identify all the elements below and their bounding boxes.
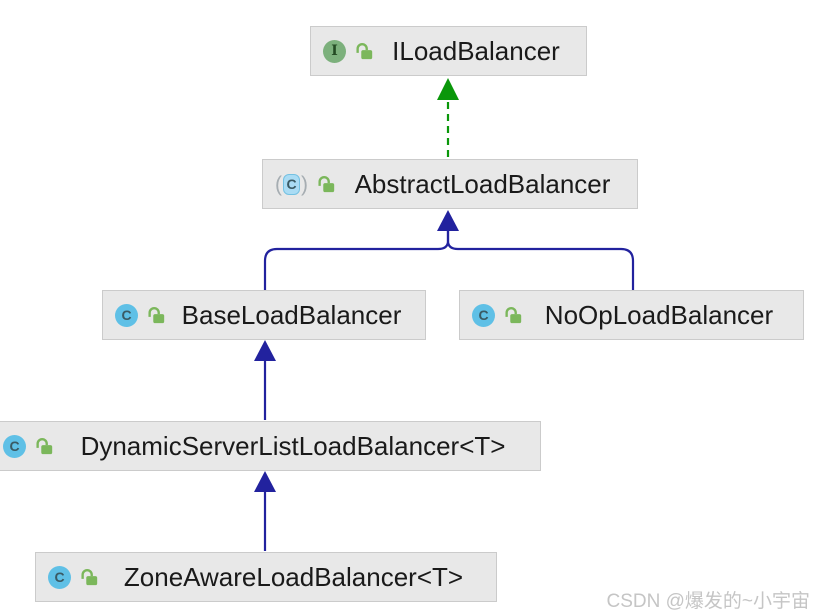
node-baseloadbalancer[interactable]: C BaseLoadBalancer xyxy=(102,290,426,340)
node-nooploadbalancer[interactable]: C NoOpLoadBalancer xyxy=(459,290,804,340)
class-name-label: DynamicServerListLoadBalancer<T> xyxy=(80,430,506,461)
node-zoneawareloadbalancer[interactable]: C ZoneAwareLoadBalancer<T> xyxy=(35,552,497,602)
public-unlocked-icon xyxy=(318,176,335,193)
node-abstractloadbalancer[interactable]: ( C ) AbstractLoadBalancer xyxy=(262,159,638,209)
class-icon-letter: C xyxy=(9,438,20,454)
class-icon-letter: C xyxy=(54,569,65,585)
edge-extends-fork-to-abstract xyxy=(263,210,635,290)
edge-extends-dynamic-to-base xyxy=(254,340,276,420)
node-icons: I xyxy=(323,39,374,63)
class-icon-letter: C xyxy=(121,307,132,323)
interface-icon: I xyxy=(323,39,346,63)
class-icon: C xyxy=(48,565,71,589)
class-name-label: ILoadBalancer xyxy=(392,35,560,66)
class-icon-letter: C xyxy=(286,176,297,192)
public-unlocked-icon xyxy=(148,307,165,324)
edge-extends-zoneaware-to-dynamic xyxy=(254,471,276,551)
node-dynamicserverlistloadbalancer[interactable]: C DynamicServerListLoadBalancer<T> xyxy=(0,421,541,471)
node-iloadbalancer[interactable]: I ILoadBalancer xyxy=(310,26,587,76)
abstract-class-box: C xyxy=(283,173,300,195)
class-name-label: NoOpLoadBalancer xyxy=(544,299,774,330)
abstract-class-icon: ( C ) xyxy=(275,172,308,196)
node-icons: C xyxy=(3,434,54,458)
edge-implements-abstract-to-iloadbalancer xyxy=(437,78,459,158)
node-icons: ( C ) xyxy=(275,172,336,196)
class-icon-letter: C xyxy=(478,307,489,323)
public-unlocked-icon xyxy=(36,438,53,455)
public-unlocked-icon xyxy=(356,43,373,60)
class-icon: C xyxy=(3,434,26,458)
node-icons: C xyxy=(48,565,99,589)
interface-icon-letter: I xyxy=(331,43,338,59)
class-name-label: BaseLoadBalancer xyxy=(181,299,402,330)
class-icon: C xyxy=(115,303,138,327)
node-icons: C xyxy=(115,303,166,327)
class-icon: C xyxy=(472,303,495,327)
csdn-watermark: CSDN @爆发的~小宇宙 xyxy=(606,591,811,612)
public-unlocked-icon xyxy=(81,569,98,586)
class-name-label: ZoneAwareLoadBalancer<T> xyxy=(123,561,464,592)
abstract-paren-open: ( xyxy=(275,172,282,196)
abstract-paren-close: ) xyxy=(301,172,308,196)
class-name-label: AbstractLoadBalancer xyxy=(354,168,611,199)
public-unlocked-icon xyxy=(505,307,522,324)
node-icons: C xyxy=(472,303,523,327)
